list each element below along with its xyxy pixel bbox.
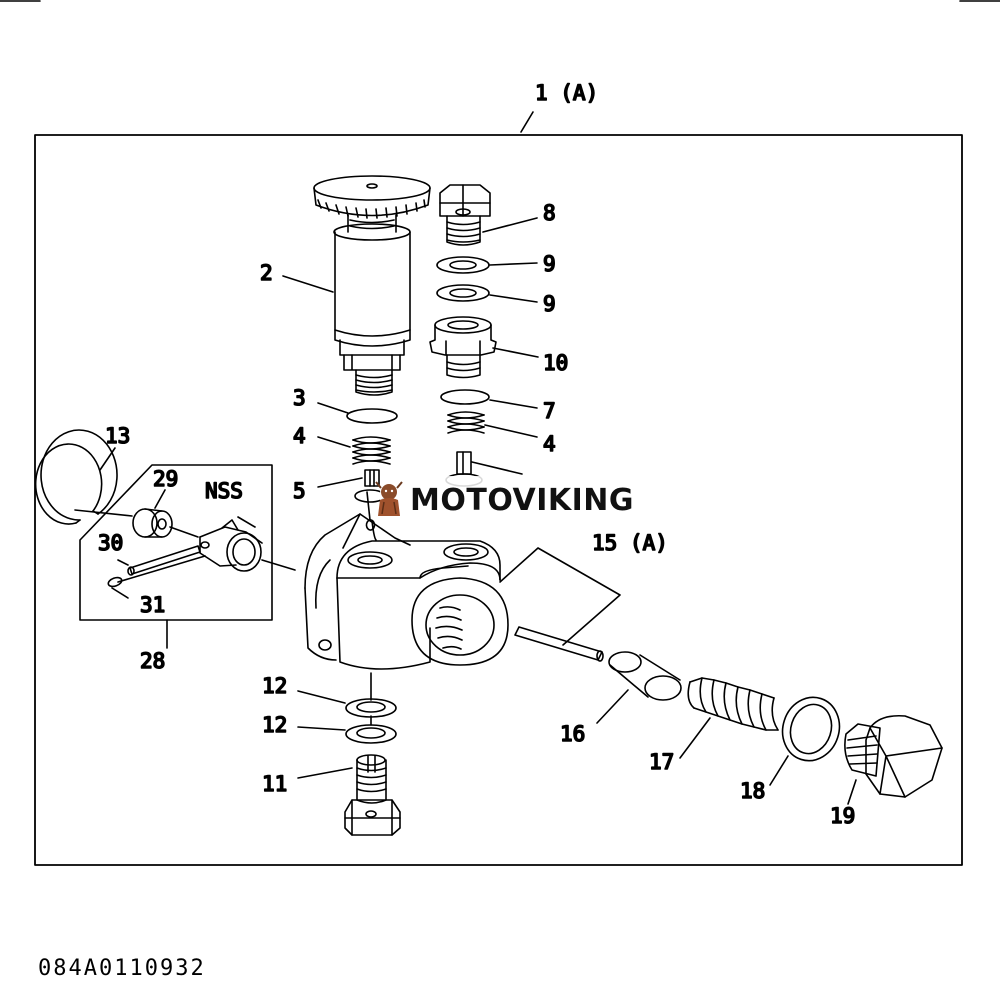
- callout-2: 2: [260, 261, 273, 285]
- guide-30-lever: [117, 555, 206, 583]
- part-7-o-ring: [440, 389, 490, 405]
- leader-30: [117, 559, 129, 566]
- assembly-leader: [520, 111, 534, 133]
- callout-19: 19: [830, 804, 855, 828]
- callout-8: 8: [543, 201, 556, 225]
- part-16-plunger-rod: [514, 626, 604, 662]
- leader-29: [154, 489, 166, 509]
- label-nss: NSS: [205, 479, 243, 503]
- label-assembly: 1 (A): [535, 81, 598, 105]
- leader-18: [769, 755, 789, 786]
- label-15a: 15 (A): [592, 531, 668, 555]
- callout-12-lower: 12: [262, 713, 287, 737]
- part-9-washer-lower: [436, 284, 490, 302]
- callout-28: 28: [140, 649, 165, 673]
- callout-29: 29: [153, 467, 178, 491]
- guide-29-lever: [169, 526, 199, 538]
- callout-7: 7: [543, 399, 556, 423]
- leader-19: [847, 779, 857, 805]
- leader-12-upper: [297, 690, 346, 704]
- callout-4-left: 4: [293, 424, 306, 448]
- callout-16: 16: [560, 722, 585, 746]
- part-8-eye-bolt: [439, 184, 491, 246]
- leader-7: [489, 399, 538, 409]
- watermark-logo: MOTOVIKING: [375, 476, 636, 524]
- callout-12-upper: 12: [262, 674, 287, 698]
- part-17-spring: [687, 677, 779, 731]
- leader-10: [492, 347, 539, 358]
- callout-9-upper: 9: [543, 252, 556, 276]
- callout-10: 10: [543, 351, 568, 375]
- callout-3: 3: [293, 386, 306, 410]
- callout-17: 17: [649, 750, 674, 774]
- callout-4-right: 4: [543, 432, 556, 456]
- part-30-pin: [127, 545, 201, 576]
- leader-4-left: [317, 436, 351, 448]
- callout-18: 18: [740, 779, 765, 803]
- callout-5: 5: [293, 479, 306, 503]
- leader-17: [679, 717, 711, 759]
- callout-30: 30: [98, 531, 123, 555]
- callout-11: 11: [262, 772, 287, 796]
- sleeve: [608, 651, 682, 701]
- guide-lever-body: [261, 559, 296, 571]
- part-12-washer-upper: [345, 698, 397, 718]
- part-3-o-ring: [346, 408, 398, 424]
- leader-valve-right: [471, 461, 523, 475]
- drawing-code: 084A0110932: [38, 956, 206, 981]
- part-18-gasket: [781, 696, 841, 762]
- leader-2: [282, 275, 334, 293]
- leader-15a: [499, 547, 621, 646]
- callout-31: 31: [140, 593, 165, 617]
- leader-9-upper: [489, 262, 538, 266]
- leader-9-lower: [489, 294, 538, 303]
- leader-8: [482, 217, 538, 233]
- part-4-spring-left: [352, 436, 391, 465]
- part-28-subkit-frame: [79, 464, 273, 621]
- part-2-priming-pump: [313, 175, 431, 396]
- pump-body: [304, 491, 509, 670]
- callout-9-lower: 9: [543, 292, 556, 316]
- leader-4-right: [484, 424, 538, 438]
- part-9-washer-upper: [436, 256, 490, 274]
- part-12-washer-lower: [345, 724, 397, 744]
- callout-13: 13: [105, 424, 130, 448]
- viking-mascot-icon: [375, 481, 403, 516]
- leader-11: [297, 767, 353, 779]
- leader-16: [596, 689, 629, 724]
- leader-3: [317, 402, 349, 414]
- assembly-frame: [34, 134, 963, 866]
- watermark-text: MOTOVIKING: [410, 482, 635, 518]
- leader-13: [99, 447, 116, 471]
- part-31-clip: [107, 576, 129, 599]
- guide-13-29: [74, 509, 133, 517]
- part-10-connector-nut: [429, 316, 497, 379]
- leader-nss: [237, 516, 256, 528]
- leader-12-lower: [297, 726, 346, 731]
- part-11-eye-bolt: [344, 754, 401, 836]
- part-29-bushing: [132, 508, 173, 538]
- part-19-plug-bolt: [844, 714, 943, 798]
- part-28-lever: [199, 519, 263, 572]
- leader-5: [317, 477, 363, 488]
- part-4-spring-right: [447, 411, 485, 434]
